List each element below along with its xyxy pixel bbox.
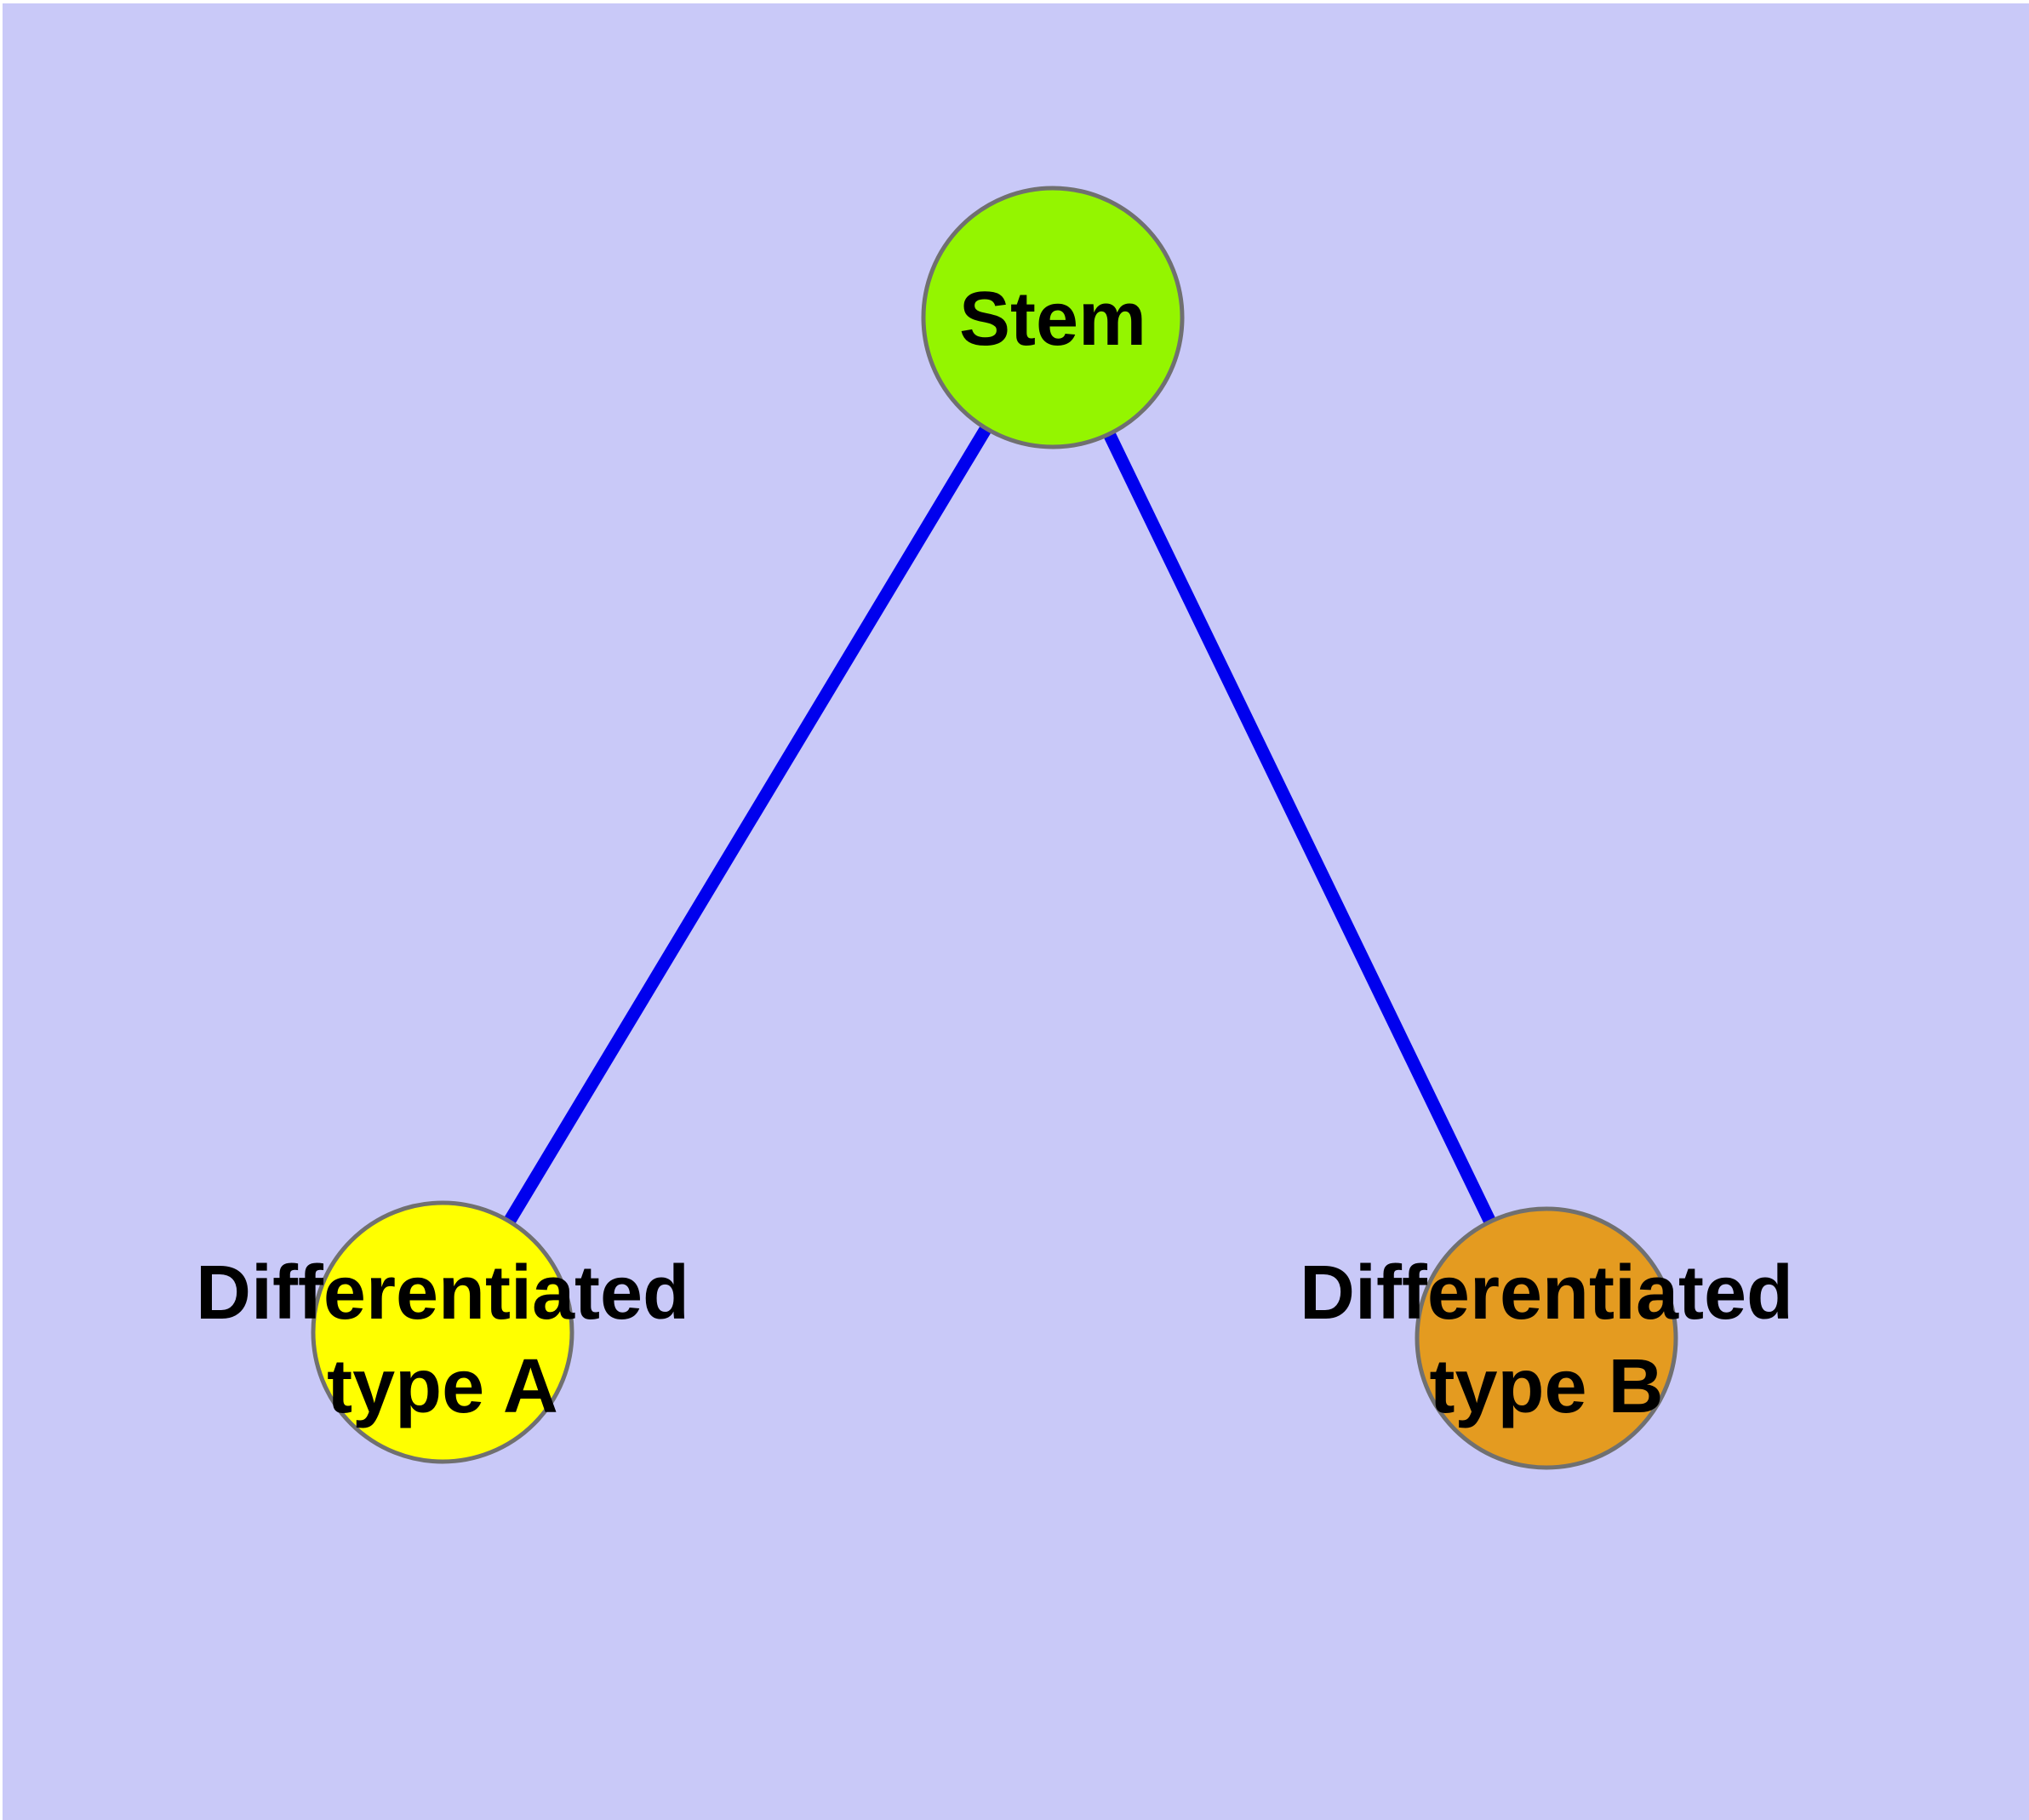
edge-stem-to-differentiated-type-a xyxy=(437,314,1059,1336)
node-differentiated-type-a-label-line-1: Differentiated xyxy=(196,1251,689,1336)
node-differentiated-type-b-label-line-1: Differentiated xyxy=(1300,1251,1793,1336)
node-differentiated-type-a-circle xyxy=(311,1200,574,1464)
node-stem-label: Stem xyxy=(959,277,1146,362)
edge-stem-to-differentiated-type-b xyxy=(1047,314,1552,1342)
node-differentiated-type-b-circle xyxy=(1415,1206,1678,1470)
node-differentiated-type-b-label-line-2: type B xyxy=(1429,1344,1663,1429)
node-stem-circle xyxy=(921,186,1185,449)
node-differentiated-type-a-label-line-2: type A xyxy=(327,1344,558,1429)
